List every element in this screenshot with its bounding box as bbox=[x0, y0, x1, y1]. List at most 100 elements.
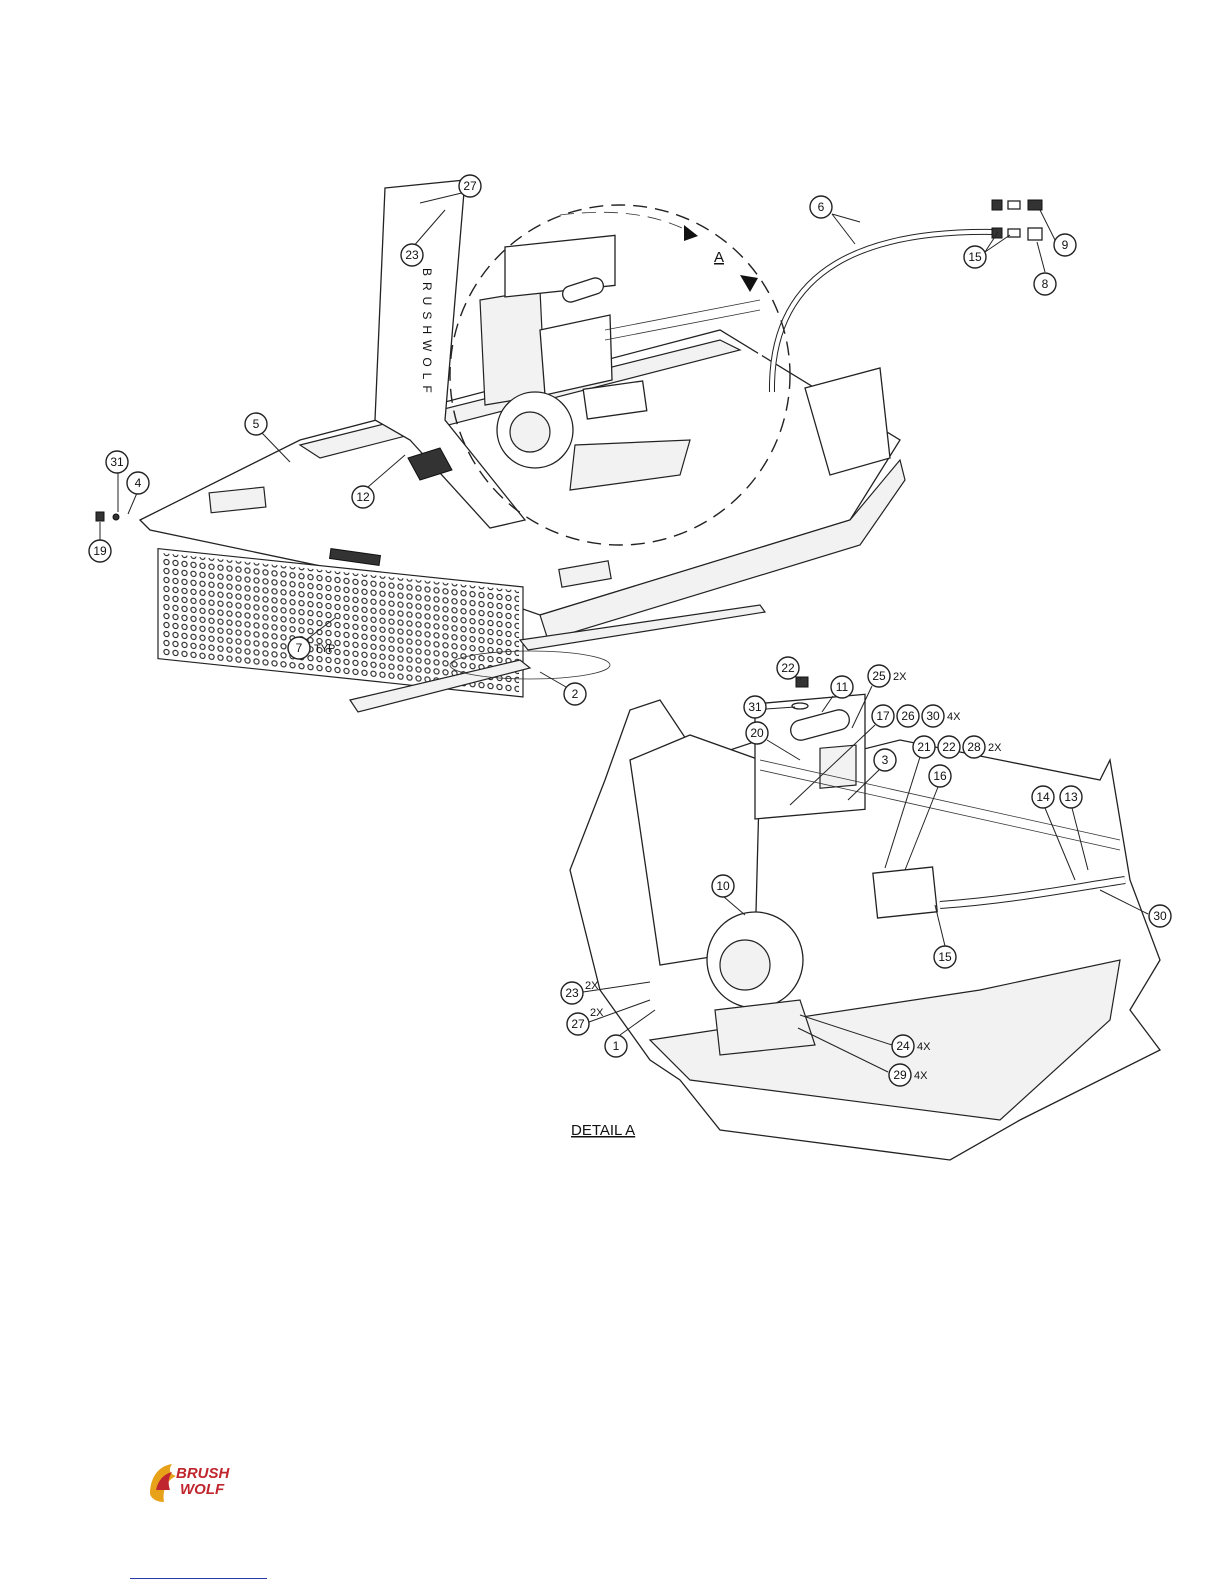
callout-2: 2 bbox=[564, 683, 586, 705]
detail-box-window bbox=[820, 745, 856, 788]
svg-text:23: 23 bbox=[565, 986, 579, 1000]
callout-30-detail-top: 30 bbox=[922, 705, 944, 727]
callout-8: 8 bbox=[1034, 273, 1056, 295]
callout-30-detail: 30 bbox=[1149, 905, 1171, 927]
callout-24: 24 bbox=[892, 1035, 914, 1057]
callout-28: 28 bbox=[963, 736, 985, 758]
brushwolf-logo: BRUSH WOLF bbox=[148, 1458, 248, 1506]
svg-text:14: 14 bbox=[1036, 790, 1050, 804]
callout-7: 7 bbox=[288, 637, 310, 659]
callout-15-main: 15 bbox=[964, 246, 986, 268]
detail-arrow-2-head bbox=[740, 275, 758, 292]
svg-text:25: 25 bbox=[872, 669, 886, 683]
hose-fittings bbox=[992, 200, 1042, 240]
deck-pin bbox=[96, 512, 104, 521]
detail-washer bbox=[792, 703, 808, 709]
callout-23: 23 bbox=[401, 244, 423, 266]
svg-text:31: 31 bbox=[748, 700, 762, 714]
deck-pin-washer bbox=[113, 514, 119, 520]
qty-28: 2X bbox=[988, 742, 1002, 754]
callout-22-detail: 22 bbox=[938, 736, 960, 758]
qty-23: 2X bbox=[585, 980, 599, 992]
callout-13: 13 bbox=[1060, 786, 1082, 808]
svg-text:27: 27 bbox=[463, 179, 477, 193]
callout-27-detail: 27 bbox=[567, 1013, 589, 1035]
svg-text:13: 13 bbox=[1064, 790, 1078, 804]
callout-10: 10 bbox=[712, 875, 734, 897]
callout-3: 3 bbox=[874, 749, 896, 771]
callout-11: 11 bbox=[831, 676, 853, 698]
detail-nut bbox=[796, 677, 808, 687]
detail-motor bbox=[873, 867, 937, 918]
callout-6: 6 bbox=[810, 196, 832, 218]
svg-text:30: 30 bbox=[926, 709, 940, 723]
svg-text:19: 19 bbox=[93, 544, 107, 558]
svg-text:4: 4 bbox=[135, 476, 142, 490]
view-ref-label: A bbox=[714, 249, 724, 266]
detail-arrow-1-head bbox=[684, 225, 698, 241]
detail-gearbox-hub bbox=[720, 940, 770, 990]
callout-15-detail: 15 bbox=[934, 946, 956, 968]
qty-27: 2X bbox=[590, 1007, 604, 1019]
svg-text:5: 5 bbox=[253, 417, 260, 431]
callout-23-detail: 23 bbox=[561, 982, 583, 1004]
hose-2 bbox=[772, 232, 995, 392]
qty-25: 2X bbox=[893, 671, 907, 683]
callout-22-detail-top: 22 bbox=[777, 657, 799, 679]
callout-21: 21 bbox=[913, 736, 935, 758]
callout-26: 26 bbox=[897, 705, 919, 727]
svg-text:22: 22 bbox=[942, 740, 956, 754]
callout-5: 5 bbox=[245, 413, 267, 435]
callout-29: 29 bbox=[889, 1064, 911, 1086]
callout-20: 20 bbox=[746, 722, 768, 744]
svg-text:7: 7 bbox=[296, 641, 303, 655]
footer-rule bbox=[130, 1578, 267, 1579]
brand-vertical-text: BRUSHWOLF bbox=[420, 268, 434, 399]
svg-text:28: 28 bbox=[967, 740, 981, 754]
callout-14: 14 bbox=[1032, 786, 1054, 808]
svg-text:21: 21 bbox=[917, 740, 931, 754]
logo-line-2: WOLF bbox=[180, 1481, 225, 1498]
svg-text:9: 9 bbox=[1062, 238, 1069, 252]
qty-7: TYP bbox=[314, 643, 335, 655]
callout-12: 12 bbox=[352, 486, 374, 508]
svg-text:3: 3 bbox=[882, 753, 889, 767]
svg-text:2: 2 bbox=[572, 687, 579, 701]
svg-text:17: 17 bbox=[876, 709, 890, 723]
detail-a-title: DETAIL A bbox=[571, 1122, 635, 1139]
svg-text:30: 30 bbox=[1153, 909, 1167, 923]
detail-arrow-1 bbox=[560, 212, 690, 232]
svg-text:23: 23 bbox=[405, 248, 419, 262]
callout-1: 1 bbox=[605, 1035, 627, 1057]
callout-31-detail: 31 bbox=[744, 696, 766, 718]
callout-31-main: 31 bbox=[106, 451, 128, 473]
svg-text:16: 16 bbox=[933, 769, 947, 783]
svg-text:27: 27 bbox=[571, 1017, 585, 1031]
svg-text:8: 8 bbox=[1042, 277, 1049, 291]
svg-text:22: 22 bbox=[781, 661, 795, 675]
callout-17: 17 bbox=[872, 705, 894, 727]
qty-29: 4X bbox=[914, 1070, 928, 1082]
svg-text:31: 31 bbox=[110, 455, 124, 469]
svg-text:15: 15 bbox=[938, 950, 952, 964]
callout-25: 25 bbox=[868, 665, 890, 687]
logo-line-1: BRUSH bbox=[176, 1465, 231, 1482]
svg-text:15: 15 bbox=[968, 250, 982, 264]
qty-30: 4X bbox=[947, 711, 961, 723]
hose-2-core bbox=[772, 232, 995, 392]
svg-text:11: 11 bbox=[836, 680, 849, 694]
svg-text:12: 12 bbox=[356, 490, 370, 504]
svg-text:20: 20 bbox=[750, 726, 764, 740]
main-assembly-view: BRUSHWOLF bbox=[96, 180, 1042, 712]
qty-24: 4X bbox=[917, 1041, 931, 1053]
svg-text:10: 10 bbox=[716, 879, 730, 893]
svg-text:29: 29 bbox=[893, 1068, 907, 1082]
svg-text:1: 1 bbox=[613, 1039, 620, 1053]
detail-a-view: DETAIL A bbox=[570, 677, 1160, 1160]
callout-4: 4 bbox=[127, 472, 149, 494]
svg-text:24: 24 bbox=[896, 1039, 910, 1053]
callout-9: 9 bbox=[1054, 234, 1076, 256]
svg-text:26: 26 bbox=[901, 709, 915, 723]
callout-27: 27 bbox=[459, 175, 481, 197]
